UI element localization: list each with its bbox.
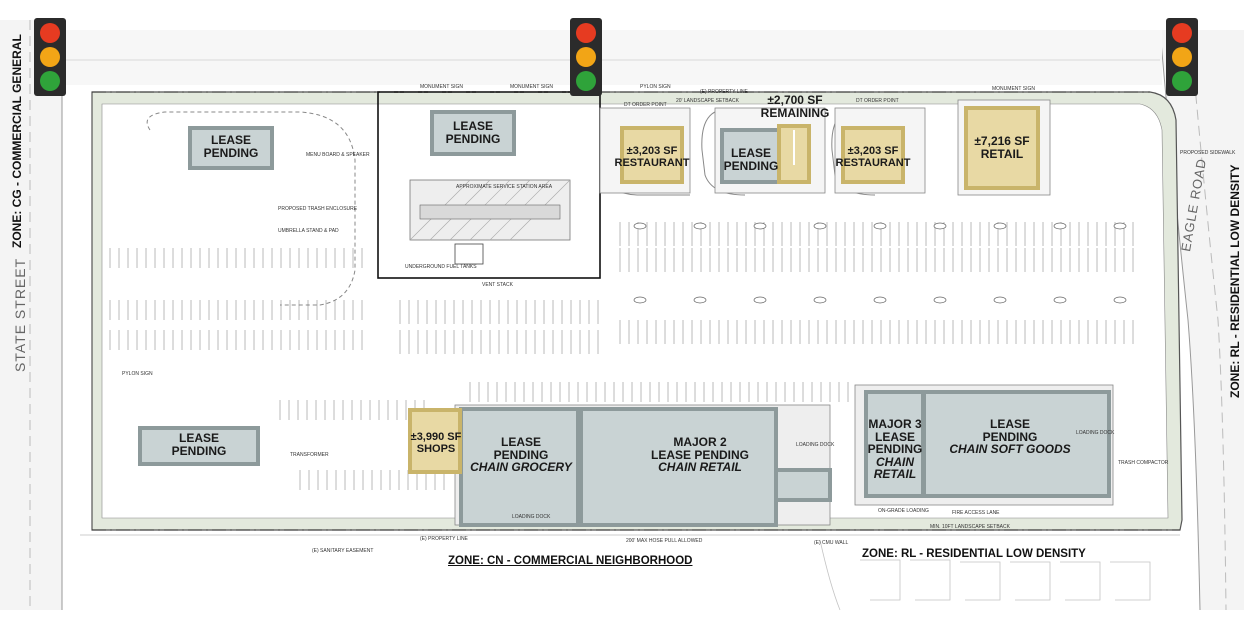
property-line-note-bottom: (E) PROPERTY LINE xyxy=(420,536,468,542)
fuel-tanks xyxy=(454,243,484,265)
umbrella-note: UMBRELLA STAND & PAD xyxy=(278,228,339,234)
monument-sign-note-1: MONUMENT SIGN xyxy=(420,84,463,90)
landscape-island xyxy=(1113,296,1127,304)
zone-cg-label: ZONE: CG - COMMERCIAL GENERAL xyxy=(10,34,24,248)
landscape-island xyxy=(873,296,887,304)
state-street-label: STATE STREET xyxy=(12,257,28,372)
landscape-island xyxy=(633,296,647,304)
landscape-island xyxy=(753,296,767,304)
dt-order-note-1: DT ORDER POINT xyxy=(624,102,667,108)
property-line-note-top: (E) PROPERTY LINE xyxy=(700,89,748,95)
transformer-note: TRANSFORMER xyxy=(290,452,329,458)
cmu-wall-note: (E) CMU WALL xyxy=(814,540,849,546)
loading-dock-note-1: LOADING DOCK xyxy=(512,514,551,520)
fire-lane-note: FIRE ACCESS LANE xyxy=(952,510,1000,516)
landscape-island xyxy=(813,296,827,304)
dt-order-note-2: DT ORDER POINT xyxy=(856,98,899,104)
landscape-island xyxy=(933,222,947,230)
sanitary-note: (E) SANITARY EASEMENT xyxy=(312,548,374,554)
landscape-islands xyxy=(633,222,1127,304)
landscape-island xyxy=(1113,222,1127,230)
landscape-island xyxy=(1053,222,1067,230)
pylon-sign-note-top: PYLON SIGN xyxy=(640,84,671,90)
landscape-island xyxy=(693,296,707,304)
hose-pull-note: 200' MAX HOSE PULL ALLOWED xyxy=(626,538,703,544)
landscape-island xyxy=(993,296,1007,304)
lease-pads xyxy=(138,110,1111,527)
landscape-island xyxy=(693,222,707,230)
residential-lots xyxy=(819,539,1151,611)
menu-board-note: MENU BOARD & SPEAKER xyxy=(306,152,370,158)
vent-stack-note: VENT STACK xyxy=(482,282,513,288)
zone-cn-label: ZONE: CN - COMMERCIAL NEIGHBORHOOD xyxy=(448,555,693,567)
on-grade-loading-note: ON-GRADE LOADING xyxy=(878,508,929,514)
landscape-island xyxy=(993,222,1007,230)
traffic-light-right xyxy=(1166,18,1198,96)
loading-dock-note-3: LOADING DOCK xyxy=(1076,430,1115,436)
pylon-sign-note-left: PYLON SIGN xyxy=(122,371,153,377)
monument-sign-note-3: MONUMENT SIGN xyxy=(992,86,1035,92)
landscape-island xyxy=(753,222,767,230)
monument-sign-note-2: MONUMENT SIGN xyxy=(510,84,553,90)
traffic-light-left xyxy=(34,18,66,96)
zone-rl-bottom-label: ZONE: RL - RESIDENTIAL LOW DENSITY xyxy=(862,548,1086,560)
landscape-island xyxy=(933,296,947,304)
underground-tanks-note: UNDERGROUND FUEL TANKS xyxy=(405,264,477,270)
landscape-island xyxy=(873,222,887,230)
loading-dock-note-2: LOADING DOCK xyxy=(796,442,835,448)
trash-enclosure-note: PROPOSED TRASH ENCLOSURE xyxy=(278,206,358,212)
landscape-island xyxy=(813,222,827,230)
traffic-light-center xyxy=(570,18,602,96)
landscape-setback-note-top: 20' LANDSCAPE SETBACK xyxy=(676,98,739,104)
landscape-island xyxy=(633,222,647,230)
trash-compactor-note: TRASH COMPACTOR xyxy=(1118,460,1169,466)
service-station-note: APPROXIMATE SERVICE STATION AREA xyxy=(456,184,553,190)
proposed-sidewalk-note: PROPOSED SIDEWALK xyxy=(1180,150,1236,156)
landscape-island xyxy=(1053,296,1067,304)
state-street xyxy=(0,20,63,610)
top-street xyxy=(62,30,1162,85)
landscape-setback-note-bottom: MIN. 10FT LANDSCAPE SETBACK xyxy=(930,524,1010,530)
parking-stalls xyxy=(109,222,1134,490)
zone-rl-right-label: ZONE: RL - RESIDENTIAL LOW DENSITY xyxy=(1228,164,1242,398)
